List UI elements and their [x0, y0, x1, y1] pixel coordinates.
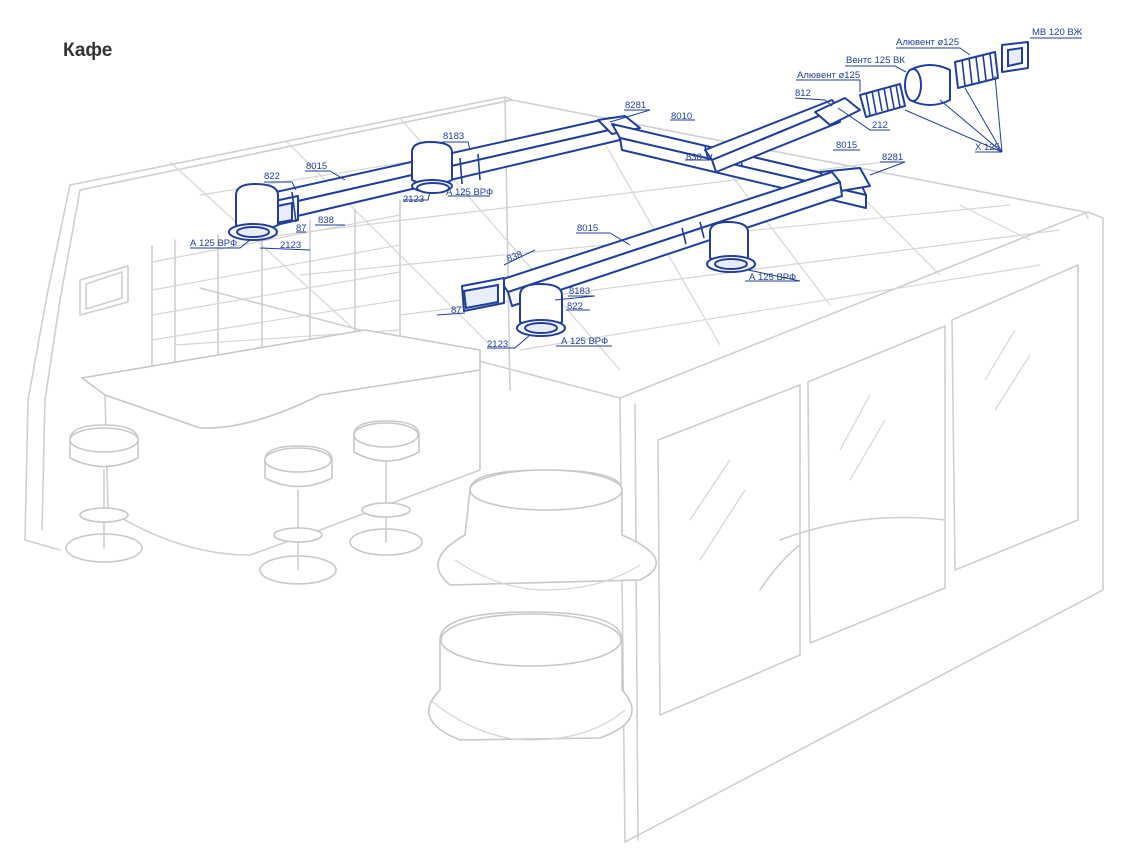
label-838: 838: [686, 152, 702, 163]
label-838: 838: [505, 249, 524, 265]
label-mv-grille: МВ 120 ВЖ: [1032, 27, 1083, 38]
duct-system: [228, 41, 1029, 337]
label-838: 838: [318, 215, 334, 226]
leader-lines: [190, 37, 1082, 349]
label-a125-vrf: А 125 ВРФ: [190, 238, 237, 249]
label-a125-vrf: А 125 ВРФ: [446, 187, 493, 198]
round-table: [428, 611, 633, 741]
component-labels: 822 8015 8183 838 87 А 125 ВРФ 2123 2123…: [190, 27, 1083, 350]
label-822: 822: [567, 301, 583, 312]
label-8015: 8015: [306, 161, 327, 172]
label-vents-fan: Вентс 125 ВК: [846, 55, 905, 66]
round-table: [437, 469, 658, 591]
label-a125-vrf: А 125 ВРФ: [749, 272, 796, 283]
label-a125-vrf: А 125 ВРФ: [561, 336, 608, 347]
label-8281: 8281: [625, 100, 646, 111]
label-87: 87: [296, 223, 307, 234]
label-2123: 2123: [280, 240, 301, 251]
label-8015: 8015: [577, 223, 598, 234]
page-title: Кафе: [63, 40, 113, 61]
bar-stool: [65, 424, 143, 563]
room-outline: [24, 96, 1104, 843]
label-812: 812: [795, 88, 811, 99]
flex-duct-ribs: [961, 53, 994, 87]
bar-stool: [259, 445, 337, 585]
label-2123: 2123: [487, 339, 508, 350]
label-212: 212: [872, 120, 888, 131]
label-8015: 8015: [836, 140, 857, 151]
label-aluvent: Алювент ø125: [896, 37, 959, 48]
label-aluvent: Алювент ø125: [797, 70, 860, 81]
label-822: 822: [264, 171, 280, 182]
label-8183: 8183: [569, 286, 590, 297]
label-x125: Х 125: [975, 142, 1000, 153]
bar-stool: [349, 420, 423, 556]
flex-duct-ribs: [865, 84, 901, 116]
label-8010: 8010: [671, 111, 692, 122]
label-2123: 2123: [403, 194, 424, 205]
label-8281: 8281: [882, 152, 903, 163]
label-87: 87: [451, 305, 462, 316]
label-8183: 8183: [443, 131, 464, 142]
